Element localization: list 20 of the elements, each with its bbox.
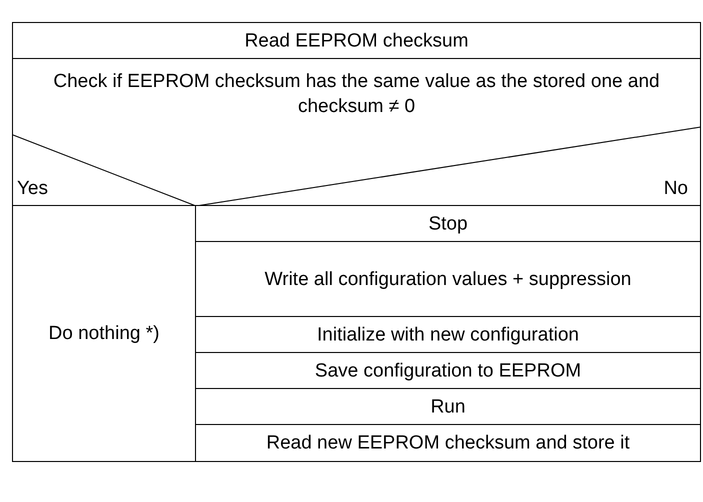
branch-label: Yes — [17, 178, 48, 200]
step-text: Stop — [427, 212, 469, 236]
step-text: Save configuration to EEPROM — [314, 360, 582, 382]
condition-text: Check if EEPROM checksum has the same value as the stored one and checksum ≠ 0 — [52, 70, 661, 119]
process-block — [195, 352, 701, 390]
step-text: Do nothing *) — [48, 322, 160, 346]
step-text: Read new EEPROM checksum and store it — [265, 432, 631, 454]
branch-label: No — [664, 178, 688, 200]
step-text: Run — [430, 396, 466, 418]
process-block — [195, 241, 701, 318]
process-block — [195, 316, 701, 354]
step-text: Initialize with new configuration — [316, 324, 580, 346]
step-text: Write all configuration values + suppression — [264, 268, 632, 292]
process-block — [12, 22, 701, 60]
step-text: Read EEPROM checksum — [244, 30, 470, 52]
process-block — [12, 205, 196, 462]
process-block — [195, 424, 701, 462]
decision-block — [12, 58, 701, 207]
process-block — [195, 388, 701, 426]
process-block — [195, 205, 701, 243]
